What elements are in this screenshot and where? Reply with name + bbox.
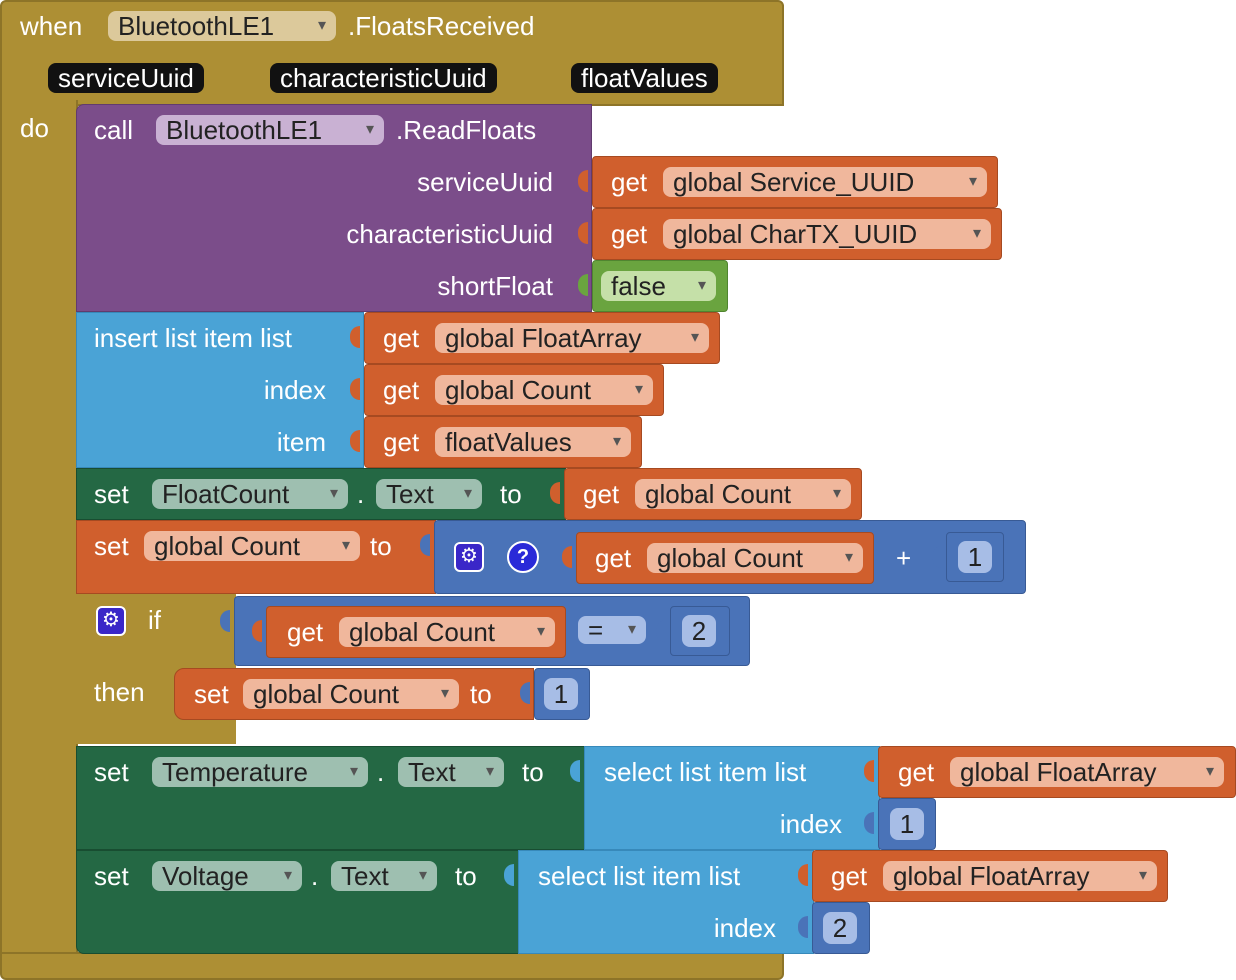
variable-dropdown-count[interactable]: global Count bbox=[435, 375, 653, 405]
socket-plug bbox=[578, 274, 588, 296]
socket-plug bbox=[578, 170, 588, 192]
event-component-dropdown[interactable]: BluetoothLE1 bbox=[108, 11, 336, 41]
number-value[interactable]: 1 bbox=[958, 541, 992, 573]
socket-plug bbox=[656, 620, 666, 642]
get-keyword: get bbox=[583, 479, 620, 509]
readfloats-component-dropdown[interactable]: BluetoothLE1 bbox=[156, 115, 384, 145]
readfloats-method-name: .ReadFloats bbox=[396, 115, 537, 145]
select-list-item-block[interactable] bbox=[518, 850, 814, 954]
socket-label-shortFloat: shortFloat bbox=[437, 271, 553, 301]
select-index-label: index bbox=[779, 809, 842, 839]
socket-plug bbox=[798, 864, 808, 886]
then-keyword: then bbox=[94, 677, 145, 707]
get-keyword: get bbox=[383, 427, 420, 457]
component-dropdown-floatcount[interactable]: FloatCount bbox=[152, 479, 348, 509]
component-dropdown-temperature[interactable]: Temperature bbox=[152, 757, 368, 787]
variable-dropdown-count[interactable]: global Count bbox=[647, 543, 863, 573]
help-icon[interactable]: ? bbox=[507, 541, 539, 573]
insert-list-item-title: insert list item list bbox=[94, 323, 292, 353]
socket-plug bbox=[578, 222, 588, 244]
variable-dropdown-floatarray[interactable]: global FloatArray bbox=[950, 757, 1224, 787]
select-list-item-title: select list item list bbox=[538, 861, 741, 891]
event-name: .FloatsReceived bbox=[348, 11, 535, 41]
set-keyword: set bbox=[94, 757, 129, 787]
to-keyword: to bbox=[522, 757, 544, 787]
set-keyword: set bbox=[94, 531, 129, 561]
socket-plug bbox=[350, 378, 360, 400]
get-keyword: get bbox=[383, 375, 420, 405]
to-keyword: to bbox=[370, 531, 392, 561]
when-keyword: when bbox=[20, 11, 83, 41]
property-dropdown-text[interactable]: Text bbox=[376, 479, 482, 509]
number-value[interactable]: 1 bbox=[890, 808, 924, 840]
socket-plug bbox=[864, 760, 874, 782]
to-keyword: to bbox=[455, 861, 477, 891]
socket-plug bbox=[520, 682, 530, 704]
dot-separator: . bbox=[311, 861, 319, 891]
boolean-dropdown[interactable]: false bbox=[601, 271, 716, 301]
socket-plug bbox=[932, 546, 942, 568]
variable-dropdown-service-uuid[interactable]: global Service_UUID bbox=[663, 167, 987, 197]
number-value[interactable]: 1 bbox=[544, 678, 578, 710]
socket-plug bbox=[550, 482, 560, 504]
socket-plug bbox=[420, 534, 430, 556]
gear-icon[interactable]: ⚙ bbox=[96, 606, 126, 636]
variable-dropdown-floatarray[interactable]: global FloatArray bbox=[435, 323, 709, 353]
select-list-item-title: select list item list bbox=[604, 757, 807, 787]
plus-operator: + bbox=[896, 543, 912, 573]
socket-plug bbox=[350, 326, 360, 348]
property-dropdown-text[interactable]: Text bbox=[331, 861, 437, 891]
socket-plug bbox=[504, 864, 514, 886]
insert-item-label: item bbox=[276, 427, 326, 457]
component-dropdown-voltage[interactable]: Voltage bbox=[152, 861, 302, 891]
variable-dropdown-chartx-uuid[interactable]: global CharTX_UUID bbox=[663, 219, 991, 249]
variable-dropdown-count[interactable]: global Count bbox=[144, 531, 360, 561]
socket-label-characteristicUuid: characteristicUuid bbox=[346, 219, 553, 249]
get-keyword: get bbox=[383, 323, 420, 353]
gear-icon[interactable]: ⚙ bbox=[454, 542, 484, 572]
call-keyword: call bbox=[94, 115, 134, 145]
get-keyword: get bbox=[287, 617, 324, 647]
event-block-bottom bbox=[0, 952, 784, 980]
set-keyword: set bbox=[94, 479, 129, 509]
socket-plug bbox=[864, 812, 874, 834]
socket-plug bbox=[252, 620, 262, 642]
param-floatValues[interactable]: floatValues bbox=[571, 63, 718, 93]
to-keyword: to bbox=[470, 679, 492, 709]
get-keyword: get bbox=[611, 167, 648, 197]
number-value[interactable]: 2 bbox=[823, 912, 857, 944]
insert-list-item-block[interactable] bbox=[76, 312, 364, 468]
param-serviceUuid[interactable]: serviceUuid bbox=[48, 63, 204, 93]
set-keyword: set bbox=[194, 679, 229, 709]
set-keyword: set bbox=[94, 861, 129, 891]
variable-dropdown-floatarray[interactable]: global FloatArray bbox=[883, 861, 1157, 891]
if-keyword: if bbox=[148, 605, 161, 635]
to-keyword: to bbox=[500, 479, 522, 509]
socket-plug bbox=[798, 916, 808, 938]
socket-plug bbox=[570, 760, 580, 782]
select-list-item-block[interactable] bbox=[584, 746, 880, 850]
get-keyword: get bbox=[831, 861, 868, 891]
property-dropdown-text[interactable]: Text bbox=[398, 757, 504, 787]
get-keyword: get bbox=[611, 219, 648, 249]
dot-separator: . bbox=[377, 757, 385, 787]
variable-dropdown-floatvalues[interactable]: floatValues bbox=[435, 427, 631, 457]
dot-separator: . bbox=[357, 479, 365, 509]
get-keyword: get bbox=[595, 543, 632, 573]
socket-plug bbox=[350, 430, 360, 452]
event-block-left-arm bbox=[0, 100, 78, 960]
param-characteristicUuid[interactable]: characteristicUuid bbox=[270, 63, 497, 93]
socket-plug bbox=[562, 546, 572, 568]
variable-dropdown-count[interactable]: global Count bbox=[243, 679, 459, 709]
get-keyword: get bbox=[898, 757, 935, 787]
variable-dropdown-count[interactable]: global Count bbox=[339, 617, 555, 647]
do-keyword: do bbox=[20, 113, 49, 143]
select-index-label: index bbox=[713, 913, 776, 943]
variable-dropdown-count[interactable]: global Count bbox=[635, 479, 851, 509]
compare-operator-dropdown[interactable]: = bbox=[578, 616, 646, 644]
insert-index-label: index bbox=[263, 375, 326, 405]
number-value[interactable]: 2 bbox=[682, 615, 716, 647]
socket-label-serviceUuid: serviceUuid bbox=[417, 167, 553, 197]
socket-plug bbox=[220, 610, 230, 632]
